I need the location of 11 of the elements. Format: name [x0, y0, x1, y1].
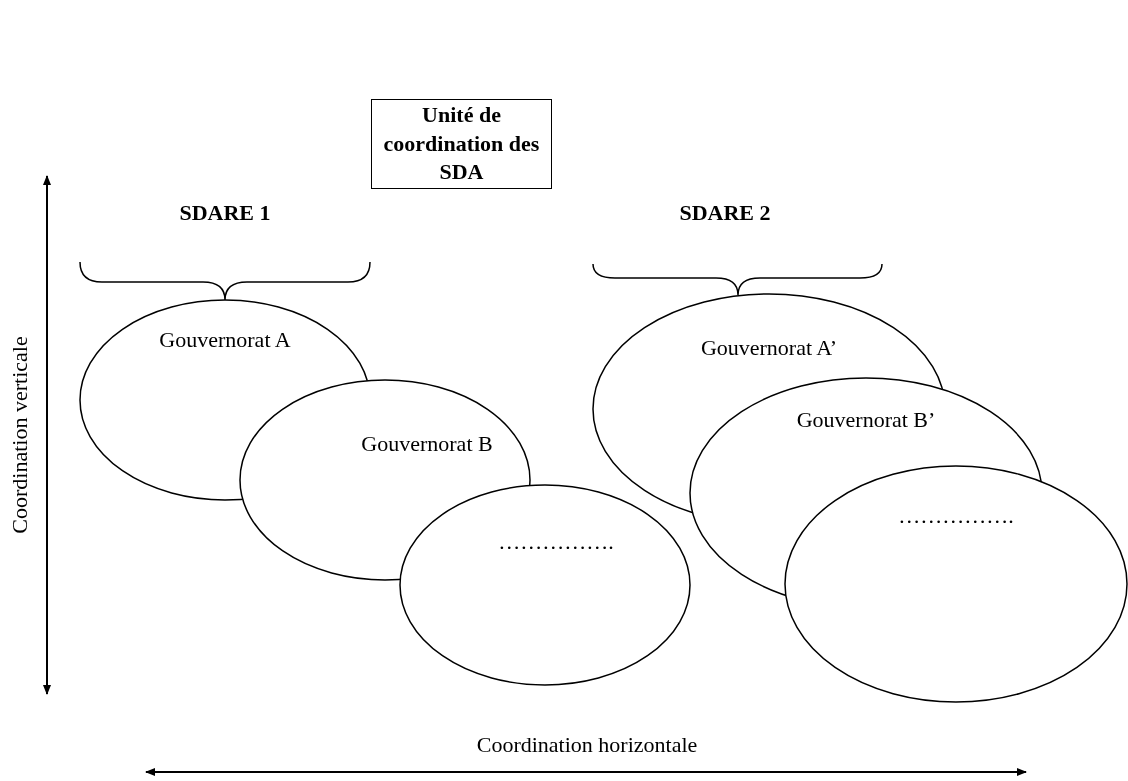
node-label: …………….	[497, 529, 615, 555]
process-box: Unité de coordination des SDA	[371, 99, 552, 189]
group-heading: SDARE 2	[679, 200, 771, 226]
node-label: Gouvernorat A	[158, 327, 292, 353]
axis-label: Coordination verticale	[7, 336, 33, 534]
group-heading: SDARE 1	[179, 200, 271, 226]
node-label: Gouvernorat B	[360, 431, 494, 457]
axis-label: Coordination horizontale	[476, 732, 698, 758]
node-label: Gouvernorat A’	[699, 335, 839, 361]
node-label: Gouvernorat B’	[795, 407, 937, 433]
node-label: …………….	[897, 503, 1015, 529]
